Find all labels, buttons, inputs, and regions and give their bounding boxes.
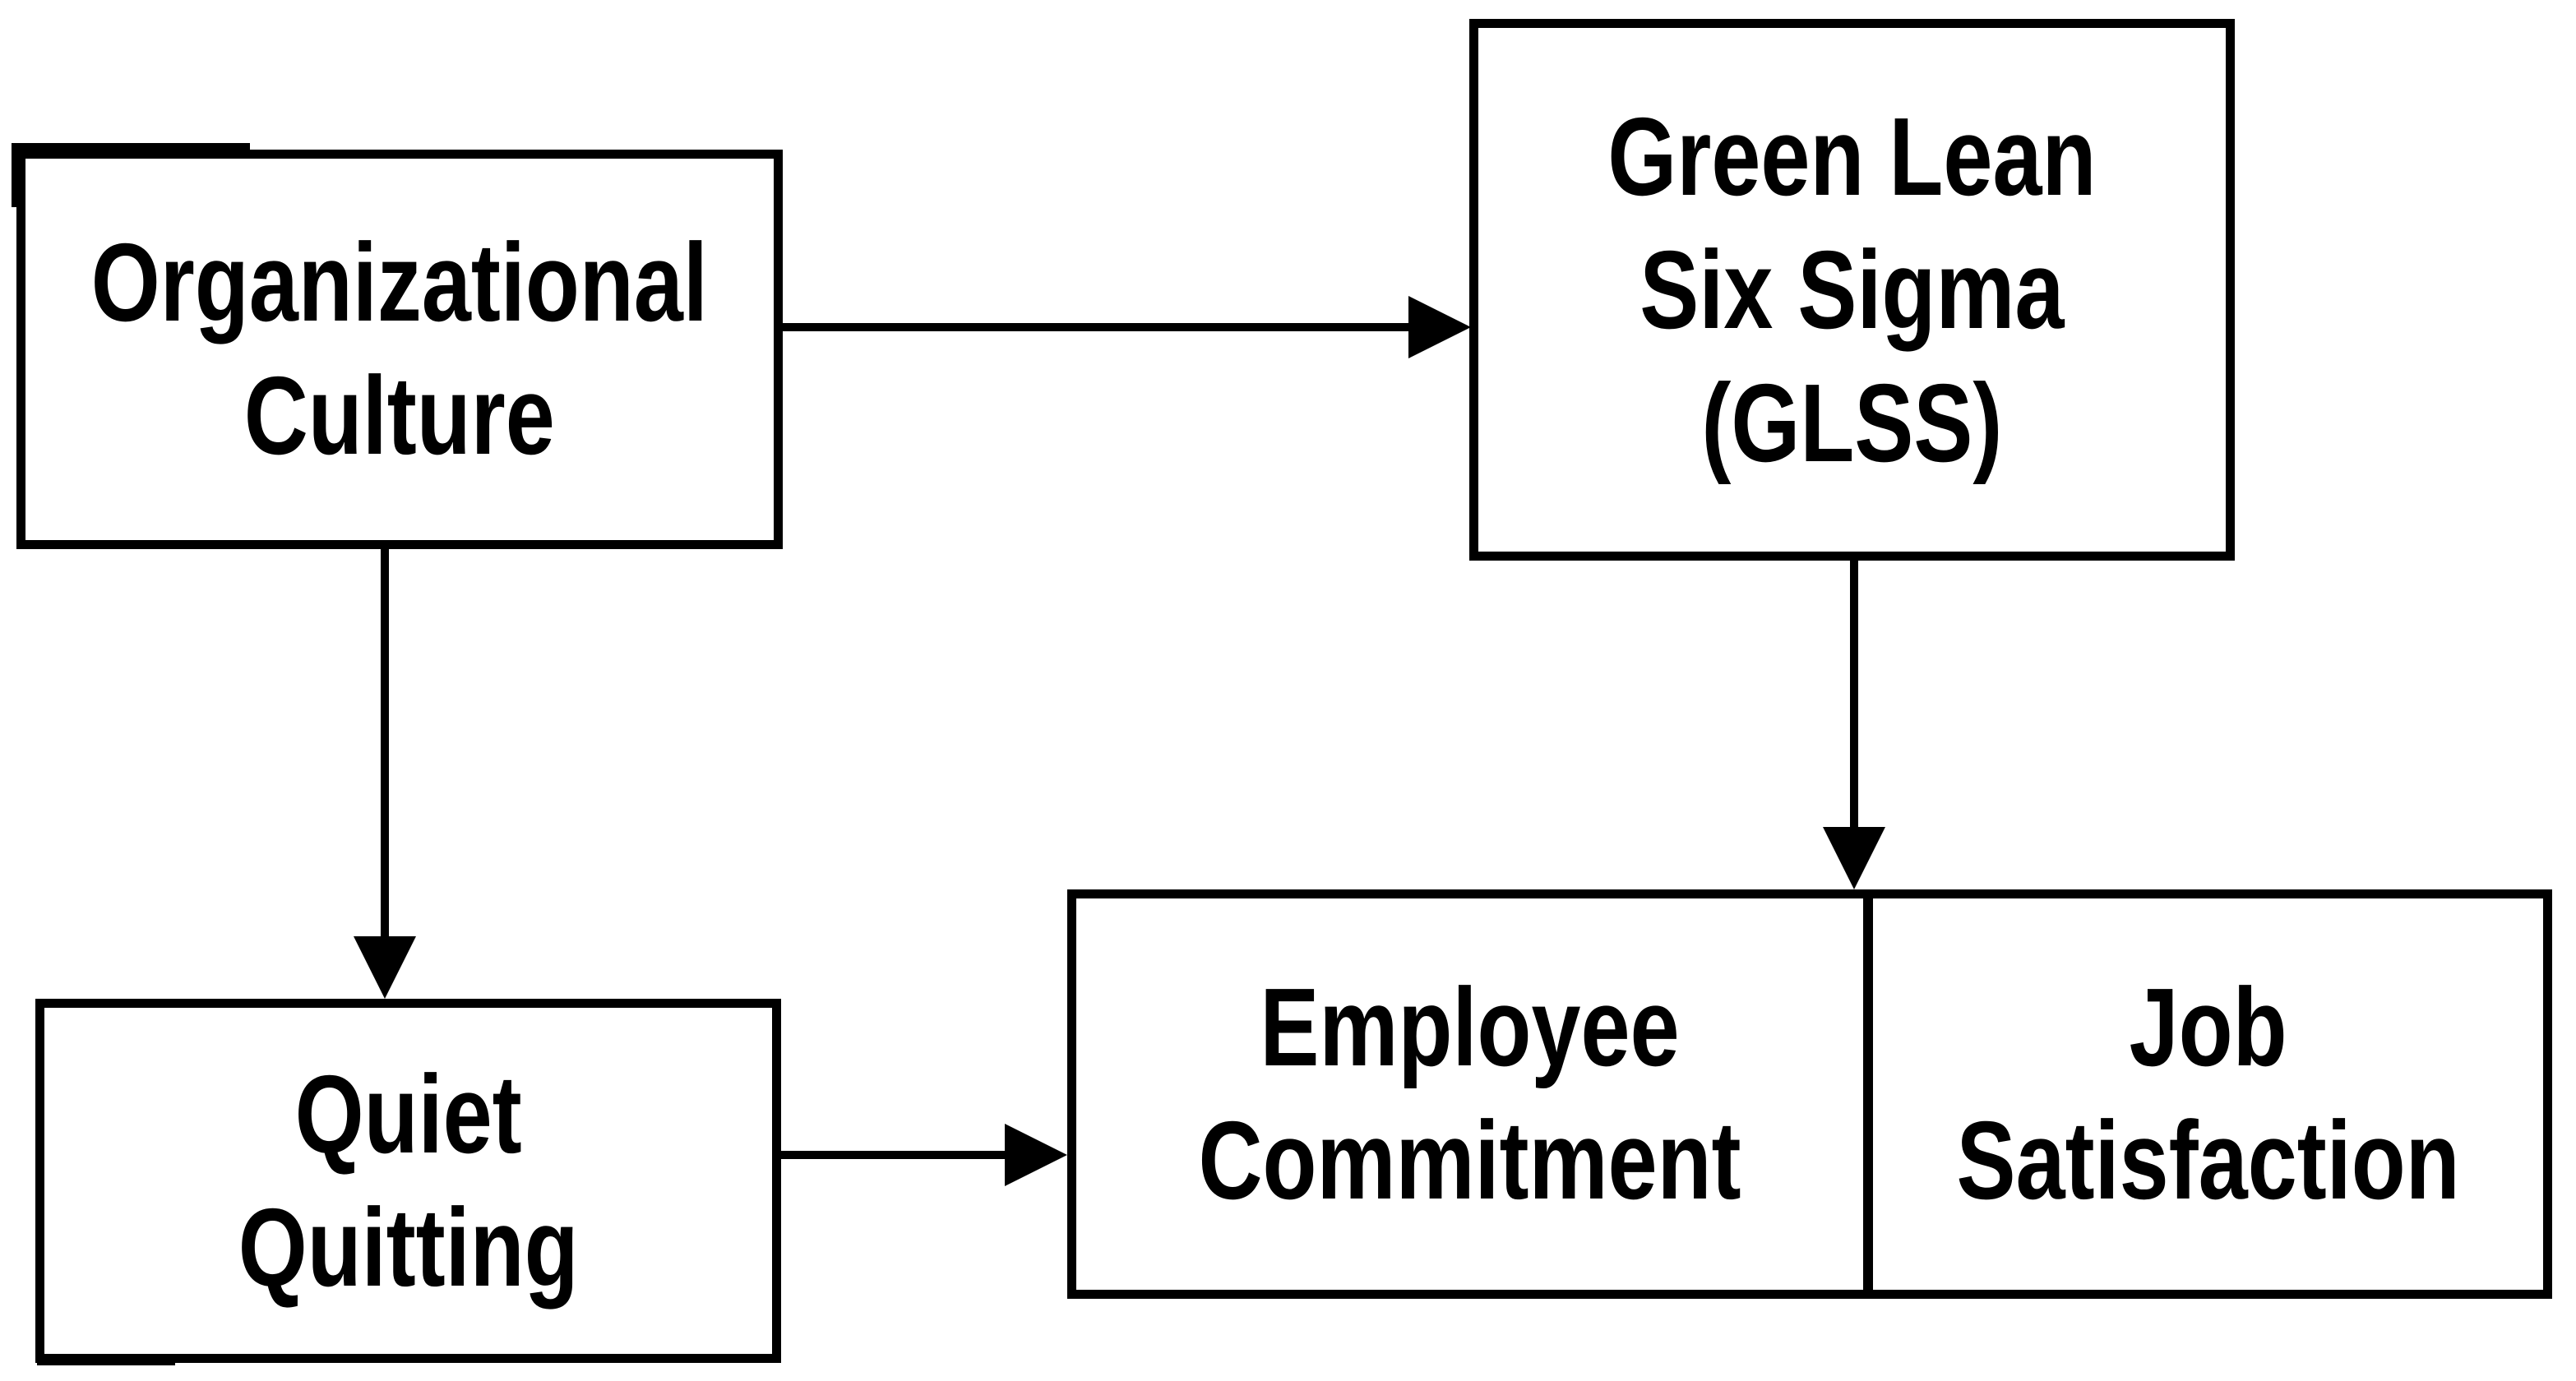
arrow-org-to-glss-line <box>781 323 1410 331</box>
label-line: Job <box>2129 965 2287 1089</box>
cell-job-satisfaction-label: Job Satisfaction <box>1956 961 2459 1227</box>
arrow-org-to-glss-arrowhead-icon <box>1408 296 1471 358</box>
arrow-glss-to-outcomes-line <box>1850 557 1858 830</box>
arrow-quiet-to-outcomes-arrowhead-icon <box>1005 1124 1067 1186</box>
quiet-box-border-step <box>37 1358 175 1365</box>
node-quiet-quitting-label: Quiet Quitting <box>238 1048 579 1314</box>
outcomes-divider-line <box>1863 898 1873 1290</box>
node-quiet-quitting: Quiet Quitting <box>35 999 781 1363</box>
label-line: Six Sigma <box>1639 227 2065 352</box>
cell-employee-commitment: Employee Commitment <box>1076 898 1863 1290</box>
label-line: Satisfaction <box>1956 1098 2460 1222</box>
label-line: Quitting <box>238 1185 579 1309</box>
arrow-org-to-quiet-arrowhead-icon <box>354 936 416 999</box>
arrow-glss-to-outcomes-arrowhead-icon <box>1823 827 1885 889</box>
node-green-lean-six-sigma: Green Lean Six Sigma (GLSS) <box>1469 19 2235 561</box>
org-box-corner-notch <box>12 143 250 150</box>
label-line: Culture <box>244 353 555 478</box>
org-box-corner-tick <box>12 143 17 207</box>
label-line: Quiet <box>294 1051 522 1176</box>
arrow-quiet-to-outcomes-line <box>779 1151 1008 1159</box>
arrow-org-to-quiet-line <box>381 546 389 940</box>
node-organizational-culture: Organizational Culture <box>16 150 783 549</box>
label-line: Employee <box>1260 965 1680 1089</box>
cell-job-satisfaction: Job Satisfaction <box>1873 898 2543 1290</box>
node-outcomes: Employee Commitment Job Satisfaction <box>1067 889 2552 1299</box>
cell-employee-commitment-label: Employee Commitment <box>1198 961 1741 1227</box>
node-organizational-culture-label: Organizational Culture <box>91 216 708 483</box>
node-green-lean-six-sigma-label: Green Lean Six Sigma (GLSS) <box>1607 90 2096 490</box>
label-line: (GLSS) <box>1701 360 2003 485</box>
label-line: Green Lean <box>1607 94 2097 219</box>
label-line: Organizational <box>90 220 709 344</box>
label-line: Commitment <box>1198 1098 1741 1222</box>
